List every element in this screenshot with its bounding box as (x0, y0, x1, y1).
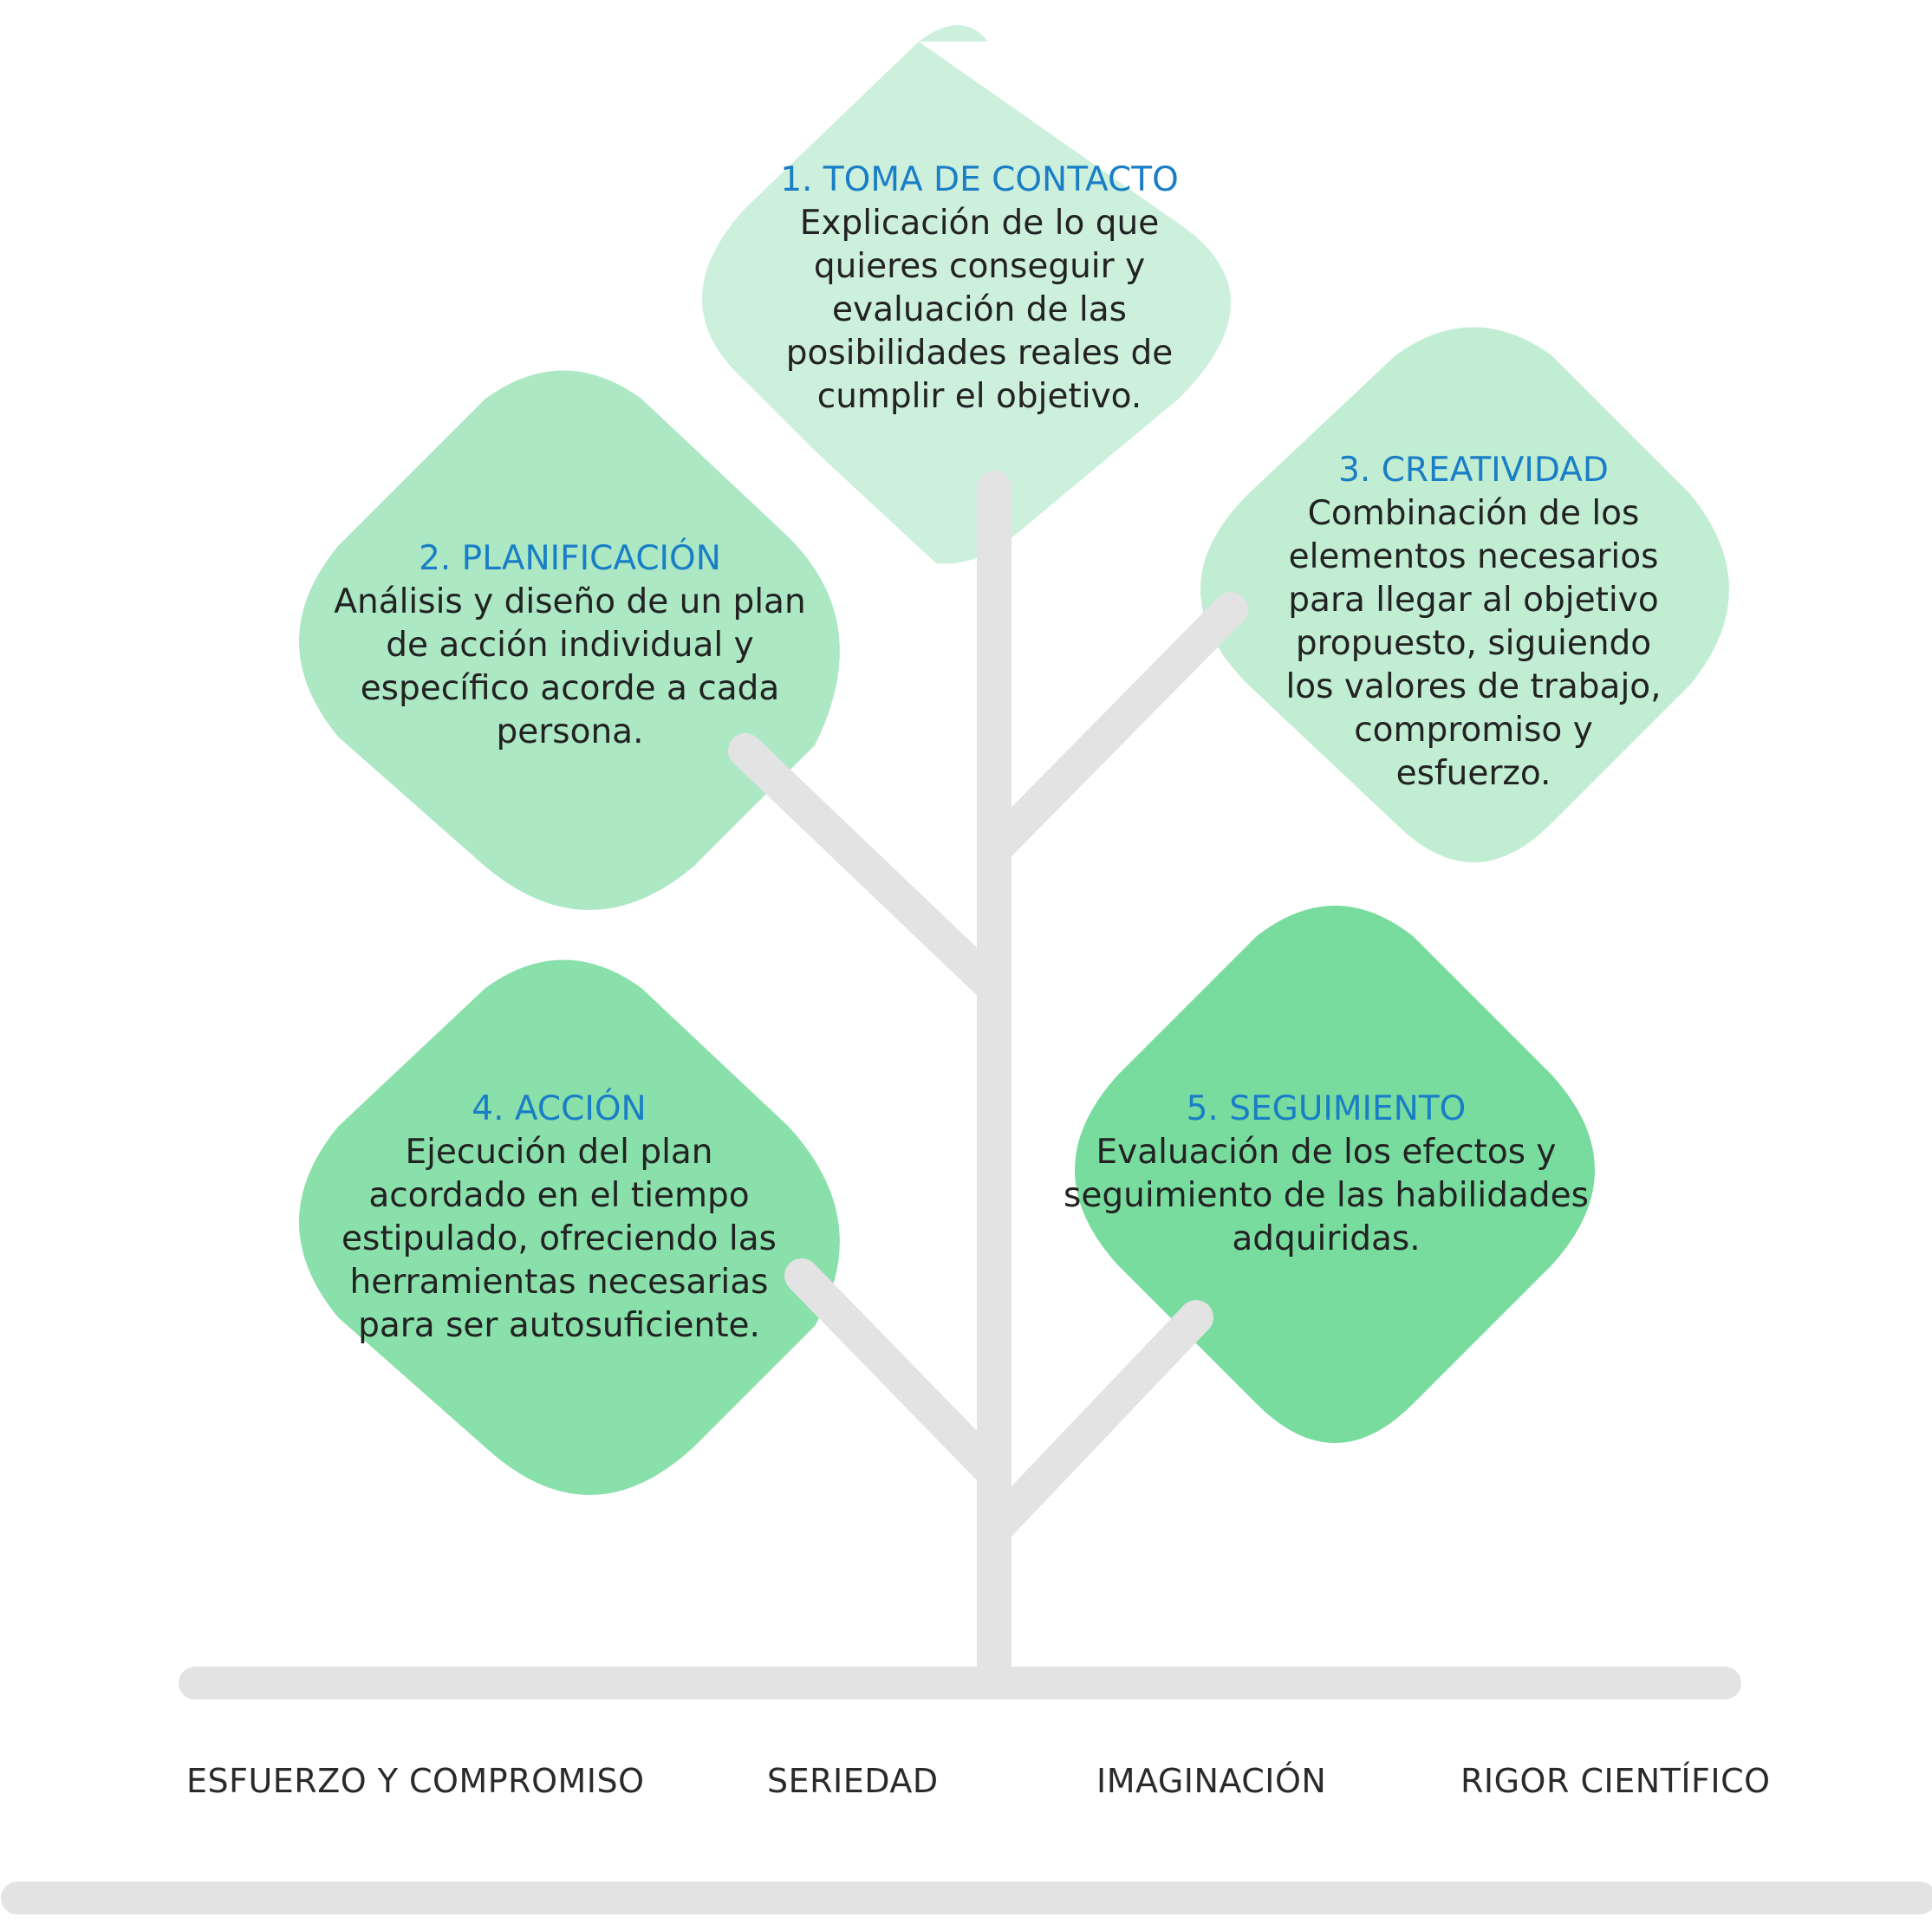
step-3-description: Combinación de los elementos necesarios … (1285, 494, 1662, 793)
value-esfuerzo: ESFUERZO Y COMPROMISO (186, 1762, 645, 1800)
step-4-text: 4. ACCIÓN Ejecución del plan acordado en… (321, 1088, 797, 1348)
step-2-title: 2. PLANIFICACIÓN (419, 539, 721, 578)
step-4-title: 4. ACCIÓN (472, 1089, 647, 1128)
step-4-description: Ejecución del plan acordado en el tiempo… (342, 1133, 777, 1345)
tree-trunk (728, 471, 1248, 1699)
step-5-description: Evaluación de los efectos y seguimiento … (1064, 1133, 1589, 1258)
step-1-description: Explicación de lo que quieres conseguir … (785, 204, 1174, 416)
value-imaginacion: IMAGINACIÓN (1096, 1762, 1327, 1800)
step-1-title: 1. TOMA DE CONTACTO (780, 160, 1179, 199)
step-3-text: 3. CREATIVIDAD Combinación de los elemen… (1231, 449, 1716, 796)
value-seriedad: SERIEDAD (767, 1762, 939, 1800)
leaf-step-2 (299, 370, 840, 910)
value-rigor: RIGOR CIENTÍFICO (1460, 1762, 1771, 1800)
step-5-title: 5. SEGUIMIENTO (1186, 1089, 1467, 1128)
step-2-text: 2. PLANIFICACIÓN Análisis y diseño de un… (321, 537, 819, 754)
step-3-title: 3. CREATIVIDAD (1338, 451, 1609, 490)
leaf-step-4 (299, 959, 840, 1495)
step-5-text: 5. SEGUIMIENTO Evaluación de los efectos… (1049, 1088, 1603, 1261)
leaf-step-1 (702, 25, 1231, 564)
step-1-text: 1. TOMA DE CONTACTO Explicación de lo qu… (745, 159, 1213, 419)
leaf-step-3 (1200, 327, 1729, 862)
step-2-description: Análisis y diseño de un plan de acción i… (334, 582, 806, 751)
